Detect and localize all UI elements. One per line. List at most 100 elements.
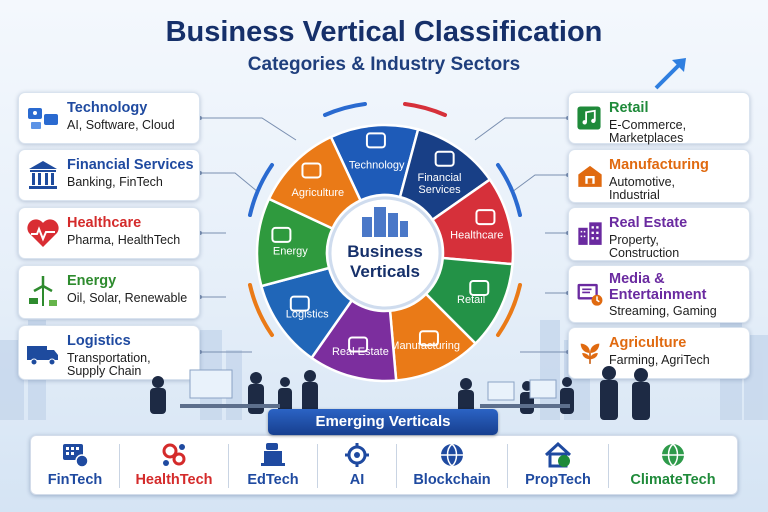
gears-icon <box>162 443 186 466</box>
card-desc: Streaming, Gaming <box>609 304 717 318</box>
emerging-label: HealthTech <box>135 472 213 488</box>
emerging-label: PropTech <box>525 472 591 488</box>
segment-icon <box>475 209 496 226</box>
card-desc: Property, <box>609 233 659 247</box>
emerging-label: EdTech <box>247 472 299 488</box>
buildings-icon <box>578 222 602 245</box>
fintech-icon <box>63 444 89 468</box>
card-desc-2: Construction <box>609 246 680 260</box>
emerging-fintech[interactable]: FinTech <box>31 436 119 494</box>
card-desc: Transportation, <box>67 351 151 365</box>
segment-icon <box>469 279 490 296</box>
business-people-scene <box>150 366 650 420</box>
wheel-segment-agriculture[interactable] <box>267 135 363 231</box>
bank-icon <box>29 161 57 189</box>
card-desc: Pharma, HealthTech <box>67 233 181 247</box>
emerging-edtech[interactable]: EdTech <box>229 436 317 494</box>
page-subtitle: Categories & Industry Sectors <box>247 54 521 75</box>
card-desc: Automotive, <box>609 175 676 189</box>
card-desc: AI, Software, Cloud <box>67 118 175 132</box>
card-title: Retail <box>609 100 649 116</box>
card-media-entertainment[interactable]: Media & Entertainment Streaming, Gaming <box>568 265 750 323</box>
center-buildings-icon <box>362 207 408 237</box>
wheel-center-line1: Business <box>347 242 423 261</box>
emerging-label: FinTech <box>47 472 103 488</box>
divider <box>608 444 609 488</box>
leaf-icon <box>580 343 600 364</box>
card-title: Energy <box>67 273 117 289</box>
segment-icon <box>365 132 386 149</box>
segment-icon <box>271 226 292 243</box>
media-icon <box>577 283 603 306</box>
card-desc-2: Supply Chain <box>67 364 142 378</box>
emerging-blockchain[interactable]: Blockchain <box>397 436 507 494</box>
wheel-segment-label: Manufacturing <box>390 340 460 352</box>
emerging-healthtech[interactable]: HealthTech <box>120 436 228 494</box>
laptop-chat-icon <box>261 443 285 466</box>
page-title: Business Vertical Classification <box>165 16 603 48</box>
card-manufacturing[interactable]: Manufacturing Automotive, Industrial <box>568 149 750 203</box>
card-desc: Farming, AgriTech <box>609 353 710 367</box>
globe-icon <box>441 443 463 467</box>
emerging-proptech[interactable]: PropTech <box>508 436 608 494</box>
wheel-segment-label: Technology <box>349 159 405 171</box>
card-desc-2: Industrial <box>609 188 660 202</box>
outer-arcs <box>248 102 522 337</box>
card-energy[interactable]: Energy Oil, Solar, Renewable <box>18 265 200 319</box>
wheel-segment-label: Services <box>418 184 461 196</box>
wheel-segments: TechnologyFinancialServicesHealthcareRet… <box>255 123 515 383</box>
card-retail[interactable]: Retail E-Commerce, Marketplaces <box>568 92 750 145</box>
card-desc-2: Marketplaces <box>609 131 684 145</box>
segment-icon <box>418 330 439 347</box>
card-financial-services[interactable]: Financial Services Banking, FinTech <box>18 149 200 201</box>
card-real-estate[interactable]: Real Estate Property, Construction <box>568 207 750 261</box>
factory-icon <box>578 165 602 187</box>
card-title: Logistics <box>67 333 131 349</box>
card-healthcare[interactable]: Healthcare Pharma, HealthTech <box>18 207 200 259</box>
divider <box>228 444 229 488</box>
card-title: Manufacturing <box>609 157 709 173</box>
card-title: Real Estate <box>609 215 688 231</box>
card-title-2: Entertainment <box>609 287 707 303</box>
card-title: Financial Services <box>67 157 194 173</box>
wheel-center <box>328 196 442 310</box>
wheel-segment-label: Real Estate <box>332 346 389 358</box>
divider <box>507 444 508 488</box>
heart-icon <box>27 219 59 247</box>
verticals-wheel: TechnologyFinancialServicesHealthcareRet… <box>248 102 522 383</box>
emerging-climatetech[interactable]: ClimateTech <box>609 436 737 494</box>
card-agriculture[interactable]: Agriculture Farming, AgriTech <box>568 327 750 379</box>
card-title: Technology <box>67 100 148 116</box>
wheel-segment-label: Healthcare <box>450 229 503 241</box>
card-desc: Banking, FinTech <box>67 175 163 189</box>
wind-turbine-icon <box>29 276 57 306</box>
wheel-segment-label: Logistics <box>286 308 329 320</box>
wheel-segment-label: Financial <box>417 172 461 184</box>
music-store-icon <box>577 106 601 130</box>
segment-icon <box>348 336 369 353</box>
earth-icon <box>662 443 684 467</box>
emerging-label: Blockchain <box>413 472 491 488</box>
card-title: Media & <box>609 271 665 287</box>
segment-icon <box>289 295 310 312</box>
card-desc: Oil, Solar, Renewable <box>67 291 188 305</box>
wheel-segment-label: Retail <box>457 294 485 306</box>
card-technology[interactable]: Technology AI, Software, Cloud <box>18 92 200 144</box>
card-logistics[interactable]: Logistics Transportation, Supply Chain <box>18 325 200 380</box>
segment-icon <box>301 162 322 179</box>
chip-icon <box>345 443 369 467</box>
wheel-segment-label: Energy <box>273 246 308 258</box>
divider <box>396 444 397 488</box>
divider <box>317 444 318 488</box>
truck-icon <box>27 345 58 365</box>
devices-icon <box>28 108 58 129</box>
emerging-label: ClimateTech <box>630 472 716 488</box>
emerging-verticals-title: Emerging Verticals <box>268 409 498 435</box>
emerging-ai[interactable]: AI <box>318 436 396 494</box>
growth-arrow-icon <box>654 58 686 90</box>
card-title: Healthcare <box>67 215 142 231</box>
segment-icon <box>434 150 455 167</box>
emerging-label: AI <box>349 472 365 488</box>
house-dollar-icon <box>544 441 572 468</box>
divider <box>119 444 120 488</box>
